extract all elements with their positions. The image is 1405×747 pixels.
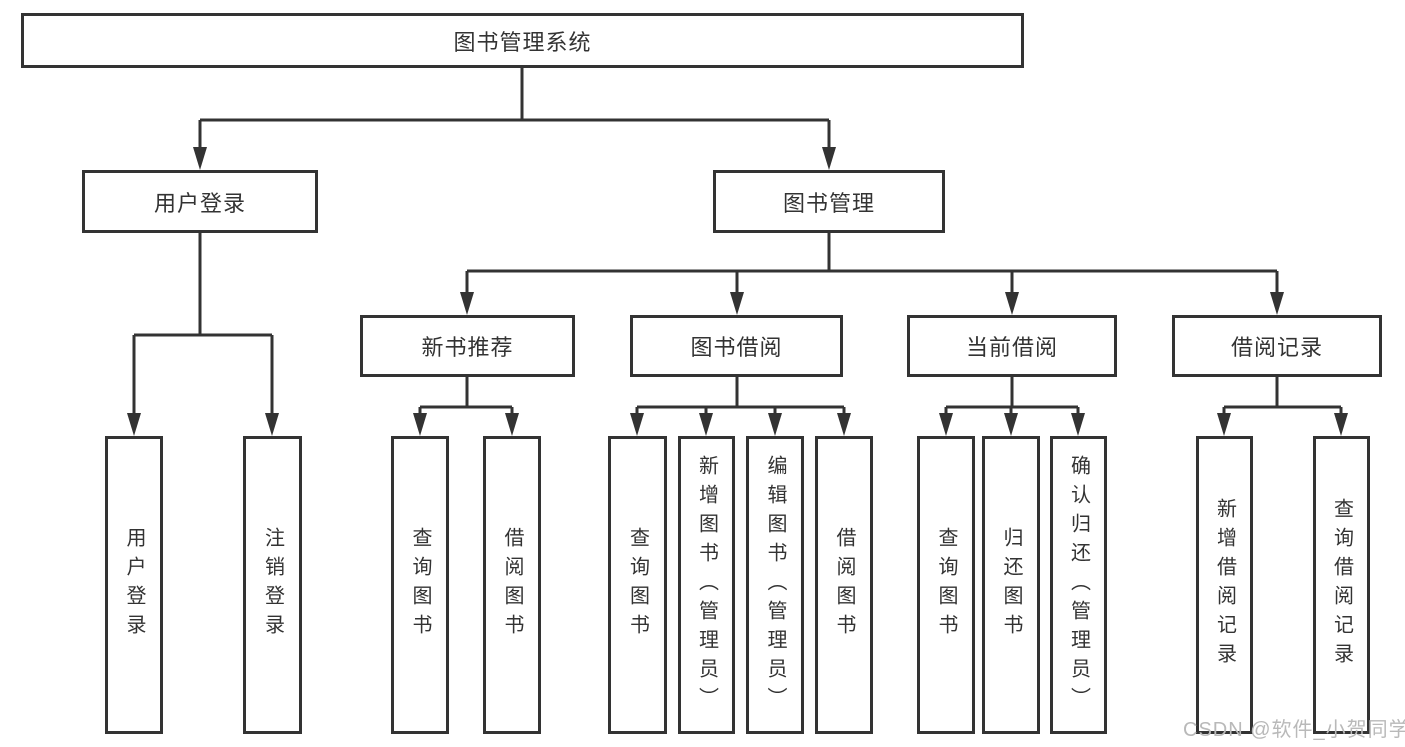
connector-bookborrow-to-leaves [635, 377, 846, 416]
node-label: 借阅图书 [501, 527, 523, 643]
node-label: 编辑图书（管理员） [764, 454, 786, 716]
node-label: 借阅图书 [833, 527, 855, 643]
node-leaf-return-books: 归还图书 [982, 436, 1040, 734]
node-leaf-logout: 注销登录 [243, 436, 302, 734]
node-label: 新书推荐 [421, 335, 514, 360]
node-current-borrowing: 当前借阅 [907, 315, 1117, 377]
node-leaf-query-borrow-record: 查询借阅记录 [1313, 436, 1370, 734]
node-label: 用户登录 [123, 527, 145, 643]
node-leaf-query-books-1: 查询图书 [391, 436, 449, 734]
node-leaf-user-login: 用户登录 [105, 436, 163, 734]
node-leaf-add-books-admin: 新增图书（管理员） [678, 436, 735, 734]
node-label: 查询借阅记录 [1330, 498, 1353, 672]
node-label: 图书管理系统 [453, 29, 592, 55]
node-borrowing-records: 借阅记录 [1172, 315, 1382, 377]
csdn-watermark: CSDN @软件_小贺同学 [1183, 719, 1405, 741]
node-label: 图书借阅 [690, 335, 783, 360]
node-label: 注销登录 [261, 527, 284, 643]
node-label: 归还图书 [1000, 527, 1022, 643]
node-library-management-system: 图书管理系统 [21, 13, 1024, 68]
connector-userlogin-to-leaves [132, 233, 274, 416]
arrowheads [127, 147, 1348, 436]
node-new-book-recommendation: 新书推荐 [360, 315, 575, 377]
node-label: 用户登录 [153, 190, 246, 216]
node-leaf-edit-books-admin: 编辑图书（管理员） [746, 436, 804, 734]
node-label: 图书管理 [782, 190, 875, 216]
connector-currentborrow-to-leaves [944, 377, 1080, 416]
node-book-borrowing: 图书借阅 [630, 315, 843, 377]
node-user-login-module: 用户登录 [82, 170, 318, 233]
node-leaf-add-borrow-record: 新增借阅记录 [1196, 436, 1253, 734]
connector-newbooks-to-leaves [418, 377, 514, 416]
node-label: 新增图书（管理员） [695, 454, 718, 716]
node-label: 新增借阅记录 [1213, 498, 1236, 672]
node-label: 确认归还（管理员） [1067, 454, 1090, 716]
node-label: 查询图书 [935, 527, 957, 643]
node-label: 查询图书 [409, 527, 431, 643]
node-leaf-borrow-books-2: 借阅图书 [815, 436, 873, 734]
connector-bookmgmt-to-level2 [465, 233, 1279, 296]
node-leaf-query-books-3: 查询图书 [917, 436, 975, 734]
node-book-management: 图书管理 [713, 170, 945, 233]
connector-root-to-level1 [198, 68, 831, 150]
node-leaf-query-books-2: 查询图书 [608, 436, 667, 734]
connector-records-to-leaves [1222, 377, 1343, 416]
node-leaf-borrow-books-1: 借阅图书 [483, 436, 541, 734]
node-label: 查询图书 [626, 527, 649, 643]
node-label: 借阅记录 [1230, 335, 1323, 360]
node-leaf-confirm-return-admin: 确认归还（管理员） [1050, 436, 1107, 734]
node-label: 当前借阅 [965, 335, 1058, 360]
